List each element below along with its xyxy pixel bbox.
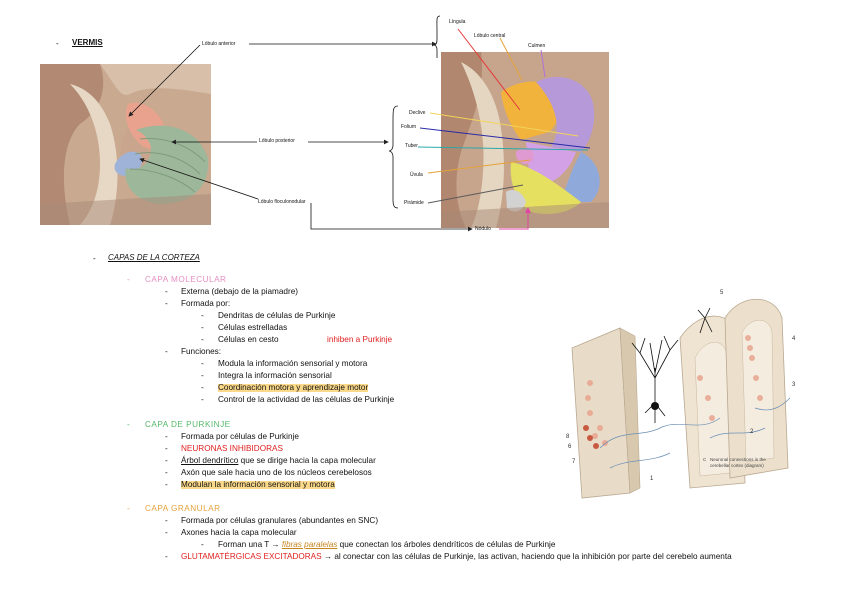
cerebellar-cortex-diagram: 5 4 3 2 1 6 7 8 C Neuronal connections i… — [560, 288, 800, 500]
purkinje-p3: Árbol dendrítico que se dirige hacia la … — [181, 456, 376, 465]
dash: - — [165, 287, 168, 296]
cerebellum-sagittal-right-image — [441, 52, 609, 228]
svg-text:4: 4 — [792, 336, 796, 342]
molecular-sub3: Células en cesto — [218, 335, 279, 344]
figure-caption-letter: C — [703, 457, 707, 462]
dash: - — [201, 335, 204, 344]
granular-g4-red: GLUTAMATÉRGICAS EXCITADORAS — [181, 552, 322, 561]
purkinje-bullet: - — [127, 420, 130, 429]
label-lobulo-posterior: Lóbulo posterior — [259, 138, 295, 144]
granular-g4: GLUTAMATÉRGICAS EXCITADORAS → al conecta… — [181, 552, 732, 561]
purkinje-p2: NEURONAS INHIBIDORAS — [181, 444, 283, 453]
label-lobulo-central: Lóbulo central — [474, 33, 506, 39]
purkinje-title: CAPA DE PURKINJE — [145, 420, 231, 429]
dash: - — [165, 468, 168, 477]
granular-g3: Forman una T → fibras paralelas que cone… — [218, 540, 556, 549]
svg-text:7: 7 — [572, 459, 576, 465]
dash: - — [201, 323, 204, 332]
dash: - — [165, 528, 168, 537]
label-declive: Declive — [409, 110, 426, 116]
purkinje-p3-rest: que se dirige hacia la capa molecular — [238, 456, 376, 465]
capas-title: CAPAS DE LA CORTEZA — [108, 253, 200, 262]
molecular-sub2: Células estrelladas — [218, 323, 288, 332]
label-folium: Folium — [401, 124, 417, 130]
fig-number: 5 — [720, 290, 724, 296]
label-piramide: Pirámide — [404, 200, 424, 206]
granular-g3-fibras: fibras paralelas — [281, 540, 338, 549]
dash: - — [201, 383, 204, 392]
molecular-f4: Control de la actividad de las células d… — [218, 395, 395, 404]
molecular-bullet: - — [127, 275, 130, 284]
svg-text:1: 1 — [650, 476, 654, 482]
dash: - — [165, 480, 168, 489]
granular-g1: Formada por células granulares (abundant… — [181, 516, 379, 525]
label-culmen: Culmen — [528, 43, 546, 49]
molecular-f3-highlight: Coordinación motora y aprendizaje motor — [218, 383, 369, 393]
dash: - — [201, 395, 204, 404]
label-nodulo: Nódulo — [475, 226, 491, 232]
svg-text:6: 6 — [568, 444, 572, 450]
molecular-inhiben: inhiben a Purkinje — [327, 335, 393, 344]
cerebellum-sagittal-left-image — [40, 64, 211, 225]
figure-caption-line2: cerebellar cortex (diagram) — [710, 463, 764, 468]
dash: - — [165, 444, 168, 453]
figure-caption-line1: Neuronal connections in the — [710, 457, 766, 462]
dash: - — [165, 552, 168, 561]
purkinje-p4: Axón que sale hacia uno de los núcleos c… — [181, 468, 372, 477]
dash: - — [165, 432, 168, 441]
label-tuber: Tuber — [405, 143, 418, 149]
granular-g2: Axones hacia la capa molecular — [181, 528, 297, 537]
molecular-formada: Formada por: — [181, 299, 231, 308]
label-uvula: Úvula — [410, 172, 423, 178]
purkinje-p5-highlight: Modulan la información sensorial y motor… — [181, 480, 335, 490]
molecular-f2: Integra la información sensorial — [218, 371, 332, 380]
molecular-funciones: Funciones: — [181, 347, 222, 356]
svg-text:3: 3 — [792, 382, 796, 388]
dash: - — [165, 299, 168, 308]
bullet-dash: - — [93, 254, 96, 263]
dash: - — [165, 516, 168, 525]
dash: - — [201, 359, 204, 368]
molecular-f1: Modula la información sensorial y motora — [218, 359, 368, 368]
vermis-title: VERMIS — [72, 38, 103, 47]
purkinje-p1: Formada por células de Purkinje — [181, 432, 299, 441]
purkinje-p3-underlined: Árbol dendrítico — [181, 456, 239, 465]
label-lobulo-floculonodular: Lóbulo floculonodular — [258, 199, 306, 205]
bullet-dash: - — [56, 39, 59, 48]
dash: - — [201, 371, 204, 380]
dash: - — [165, 456, 168, 465]
dash: - — [165, 347, 168, 356]
granular-g4-rest: → al conectar con las células de Purkinj… — [321, 552, 732, 561]
granular-bullet: - — [127, 504, 130, 513]
label-lingula: Língula — [449, 19, 466, 25]
molecular-externa: Externa (debajo de la piamadre) — [181, 287, 298, 296]
granular-g3-end: que conectan los árboles dendríticos de … — [337, 540, 556, 549]
dash: - — [201, 311, 204, 320]
granular-g3-start: Forman una T → — [218, 540, 282, 549]
dash: - — [201, 540, 204, 549]
svg-text:8: 8 — [566, 434, 570, 440]
molecular-sub1: Dendritas de células de Purkinje — [218, 311, 336, 320]
molecular-title: CAPA MOLECULAR — [145, 275, 227, 284]
label-lobulo-anterior: Lóbulo anterior — [202, 41, 236, 47]
granular-title: CAPA GRANULAR — [145, 504, 221, 513]
svg-text:2: 2 — [750, 429, 754, 435]
